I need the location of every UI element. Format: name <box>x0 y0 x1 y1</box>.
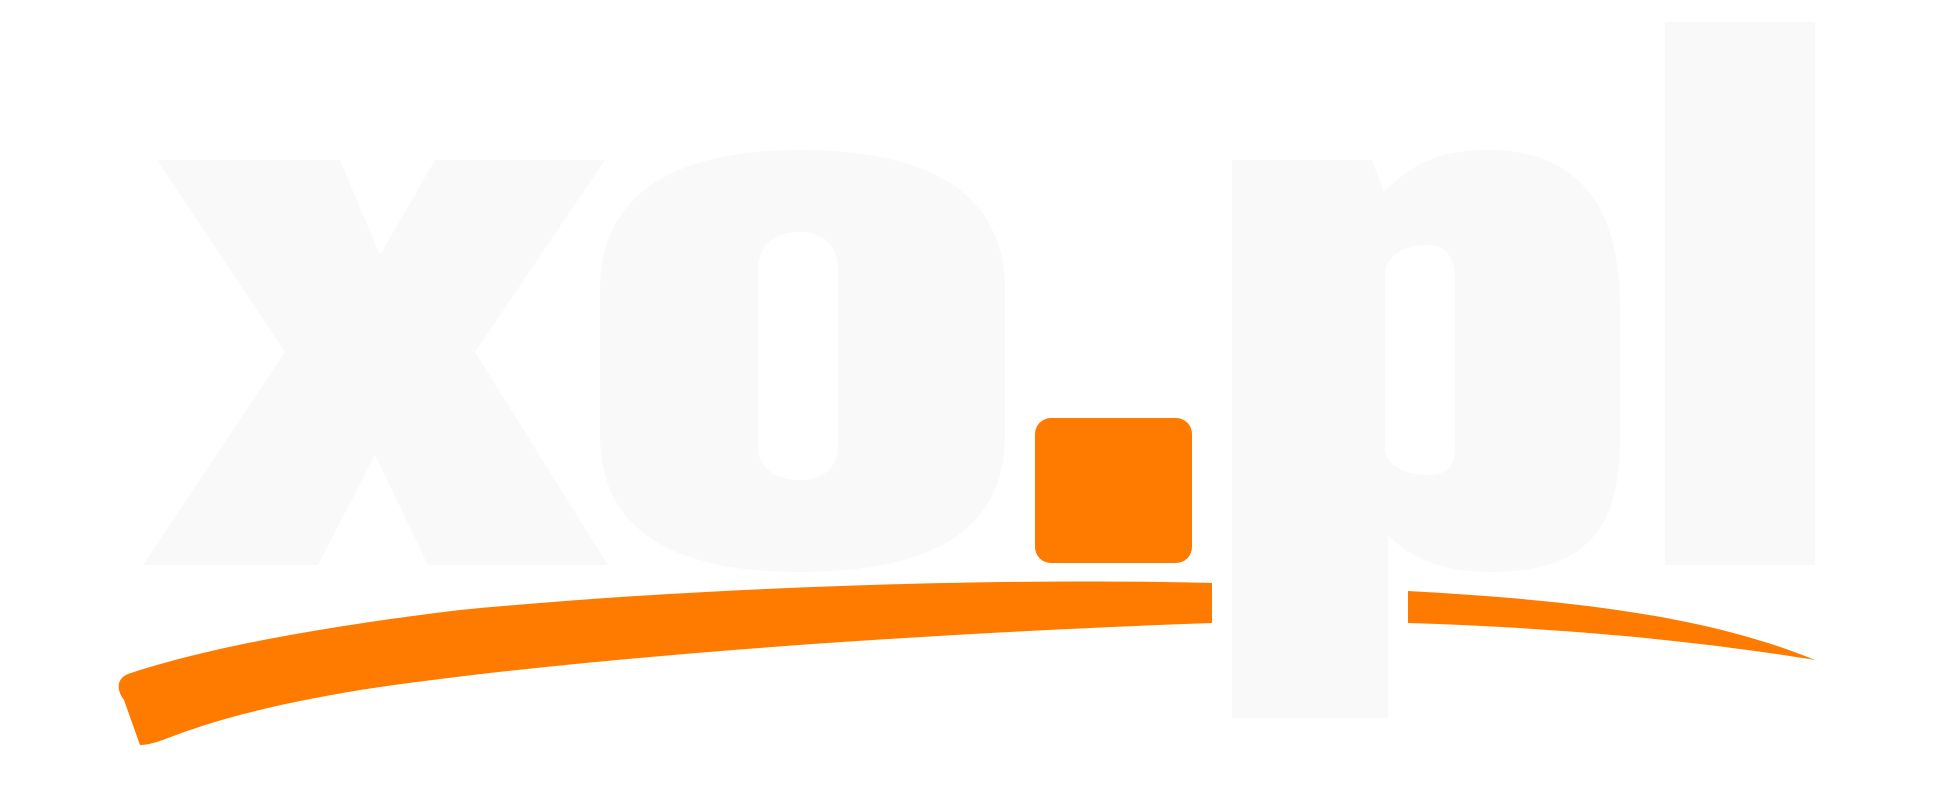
letter-x <box>143 160 608 565</box>
swoosh-left <box>118 581 1213 745</box>
letter-l <box>1665 22 1815 565</box>
swoosh-right <box>1408 591 1815 660</box>
accent-dot <box>1035 418 1192 563</box>
letter-o <box>600 150 1005 572</box>
letter-p <box>1232 150 1620 718</box>
